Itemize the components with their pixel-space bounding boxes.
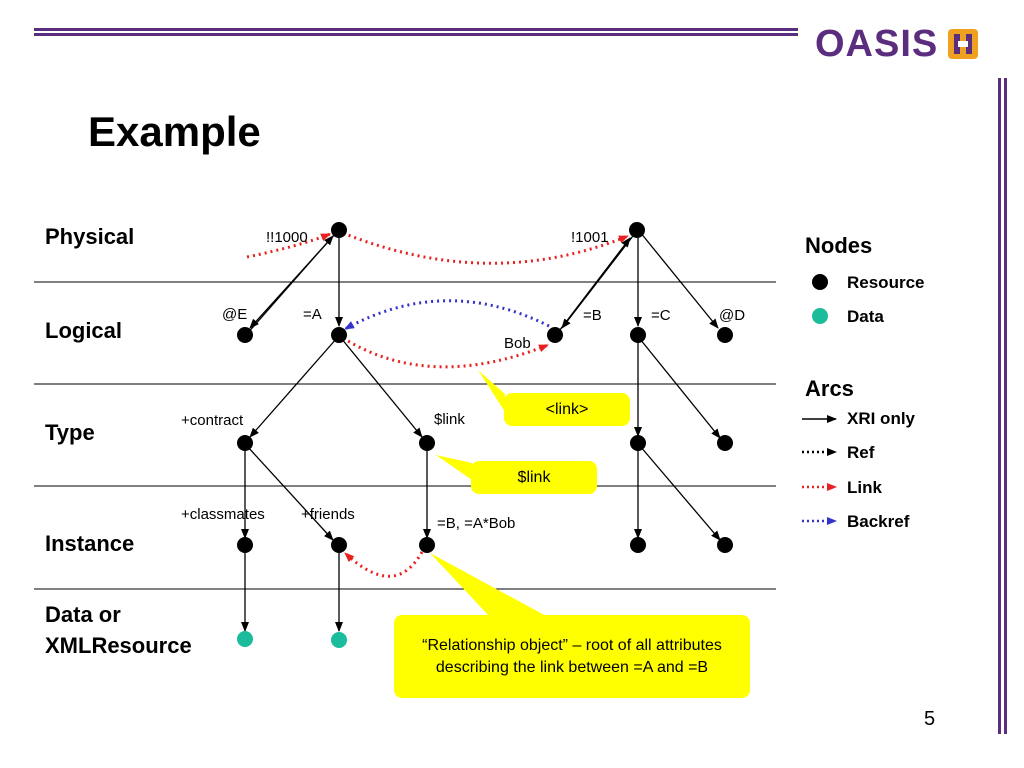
- legend-ref-label: Ref: [847, 443, 875, 462]
- node-instD: [717, 537, 733, 553]
- row-label-physical: Physical: [45, 224, 135, 249]
- legend-data-label: Data: [847, 307, 884, 326]
- label-D: @D: [719, 307, 746, 324]
- resource-nodes: [237, 222, 733, 553]
- node-A: [331, 327, 347, 343]
- data-node-classmates: [237, 631, 253, 647]
- legend-nodes-heading: Nodes: [805, 233, 873, 258]
- arc-A-to-link: [340, 337, 423, 438]
- node-1000: [331, 222, 347, 238]
- arc-contract-to-friends: [246, 445, 334, 541]
- link-arcs: [246, 231, 629, 578]
- legend-backref-label: Backref: [847, 512, 910, 531]
- row-label-data-line2: XMLResource: [45, 633, 192, 658]
- node-relobj: [419, 537, 435, 553]
- label-friends: +friends: [301, 506, 355, 523]
- label-1000: !!1000: [266, 229, 308, 246]
- label-classmates: +classmates: [181, 506, 265, 523]
- row-label-data-line1: Data or: [45, 602, 121, 627]
- link-arc-A-to-bob: [342, 336, 549, 369]
- xri-arcs: [241, 231, 721, 632]
- arc-A-to-contract: [249, 337, 338, 438]
- node-C: [630, 327, 646, 343]
- label-A: =A: [303, 306, 322, 323]
- callout-link-tag: <link>: [504, 393, 630, 426]
- node-contract: [237, 435, 253, 451]
- callout-link-type-pointer: [436, 455, 472, 480]
- legend-resource-label: Resource: [847, 273, 925, 292]
- label-1001: !1001: [571, 229, 609, 246]
- callout-relationship-pointer: [430, 553, 548, 617]
- label-E: @E: [222, 306, 248, 323]
- node-1001: [629, 222, 645, 238]
- label-link: $link: [434, 411, 465, 428]
- label-B: =B: [583, 307, 602, 324]
- node-E: [237, 327, 253, 343]
- node-classmates: [237, 537, 253, 553]
- callout-relationship-object: “Relationship object” – root of all attr…: [394, 615, 750, 698]
- arc-1001-to-D: [639, 231, 719, 329]
- node-typeD: [717, 435, 733, 451]
- arc-B-to-1001: [555, 237, 631, 336]
- row-separators: [34, 281, 776, 590]
- arc-C-to-typeD: [639, 338, 721, 439]
- node-friends: [331, 537, 347, 553]
- arc-typeC-to-instD: [639, 445, 721, 541]
- callout-link-type: $link: [471, 461, 597, 494]
- backref-arc-bob-to-A: [344, 299, 550, 331]
- slide-title: Example: [88, 108, 261, 155]
- right-rule: [998, 78, 1007, 734]
- label-relobj: =B, =A*Bob: [437, 515, 516, 532]
- node-link: [419, 435, 435, 451]
- row-label-type: Type: [45, 420, 95, 445]
- row-label-logical: Logical: [45, 318, 123, 343]
- top-rule: [34, 28, 798, 36]
- legend-arcs-heading: Arcs: [805, 376, 854, 401]
- legend-resource-icon: [812, 274, 828, 290]
- node-typeC: [630, 435, 646, 451]
- legend-link-label: Link: [847, 478, 882, 497]
- legend-glyphs: [802, 274, 837, 525]
- arc-E-to-1000: [245, 235, 334, 336]
- row-label-data: Data or XMLResource: [45, 599, 192, 661]
- oasis-logo-mark-icon: [948, 29, 979, 59]
- page-number: 5: [924, 708, 936, 730]
- link-arc-relobj-to-friends: [343, 551, 424, 578]
- legend-xri-label: XRI only: [847, 409, 916, 428]
- oasis-logo: OASIS: [815, 22, 979, 66]
- node-D: [717, 327, 733, 343]
- logo-text: OASIS: [815, 22, 939, 65]
- label-bob: Bob: [504, 335, 531, 352]
- data-nodes: [237, 631, 347, 648]
- callout-link-tag-pointer: [478, 370, 505, 412]
- label-contract: +contract: [181, 412, 244, 429]
- node-B: [547, 327, 563, 343]
- legend-data-icon: [812, 308, 828, 324]
- row-label-instance: Instance: [45, 531, 135, 556]
- label-C: =C: [651, 307, 671, 324]
- data-node-friends: [331, 632, 347, 648]
- link-arc-in-1000: [246, 232, 331, 259]
- node-instC: [630, 537, 646, 553]
